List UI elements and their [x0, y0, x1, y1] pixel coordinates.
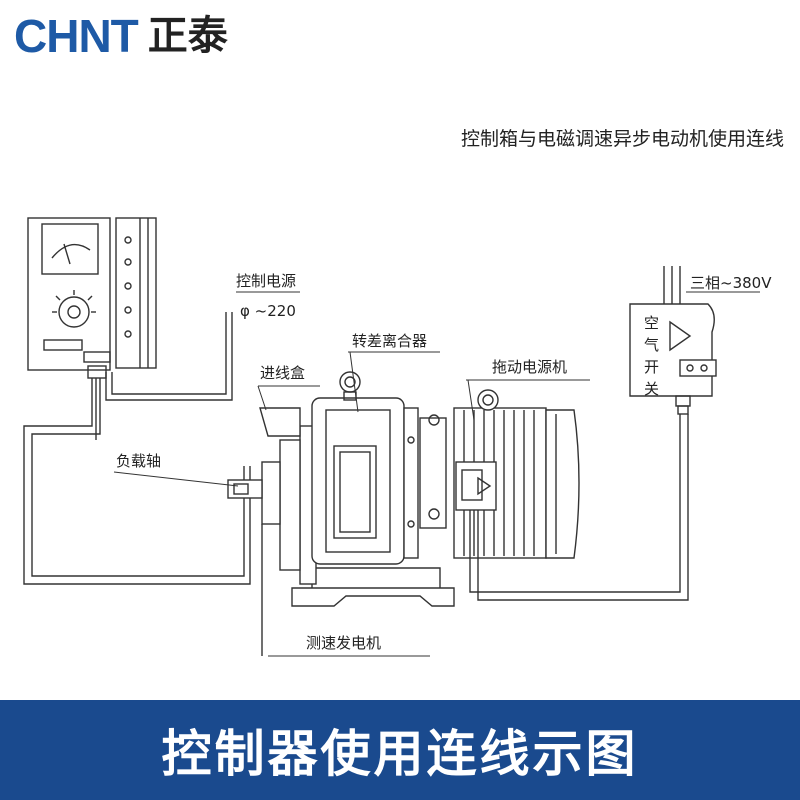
- control-box: [27, 217, 157, 379]
- label-drive-motor: 拖动电源机: [492, 358, 567, 376]
- diagram-subtitle: 控制箱与电磁调速异步电动机使用连线: [460, 128, 784, 150]
- label-tacho-generator: 测速发电机: [306, 634, 381, 652]
- control-wires: [23, 312, 251, 585]
- label-junction-box: 进线盒: [260, 364, 305, 382]
- wiring-diagram: 控制电源 φ ~220 进线盒 转差离合器 拖动电源机 负载轴 测速发电机 三相…: [23, 217, 772, 657]
- label-air-switch-3: 开: [644, 358, 659, 376]
- label-clutch: 转差离合器: [352, 332, 427, 350]
- label-power-title: 控制电源: [236, 272, 296, 290]
- motor-wires: [261, 414, 689, 656]
- label-air-switch-1: 空: [644, 314, 659, 332]
- brand-logo: CHNT 正泰: [14, 10, 228, 62]
- label-air-switch-4: 关: [644, 380, 659, 398]
- footer-title: 控制器使用连线示图: [161, 725, 639, 783]
- footer-banner: 控制器使用连线示图: [0, 700, 800, 800]
- label-load-shaft: 负载轴: [116, 452, 161, 470]
- leader-lines: [113, 291, 760, 657]
- air-switch: [629, 266, 717, 415]
- label-power-value: φ ~220: [240, 302, 296, 320]
- label-air-switch-2: 气: [644, 336, 659, 354]
- logo-text-cn: 正泰: [147, 13, 228, 59]
- label-three-phase: 三相~380V: [690, 274, 772, 292]
- drive-motor: [453, 389, 580, 559]
- clutch-unit: [227, 371, 455, 607]
- logo-text-en: CHNT: [14, 10, 139, 62]
